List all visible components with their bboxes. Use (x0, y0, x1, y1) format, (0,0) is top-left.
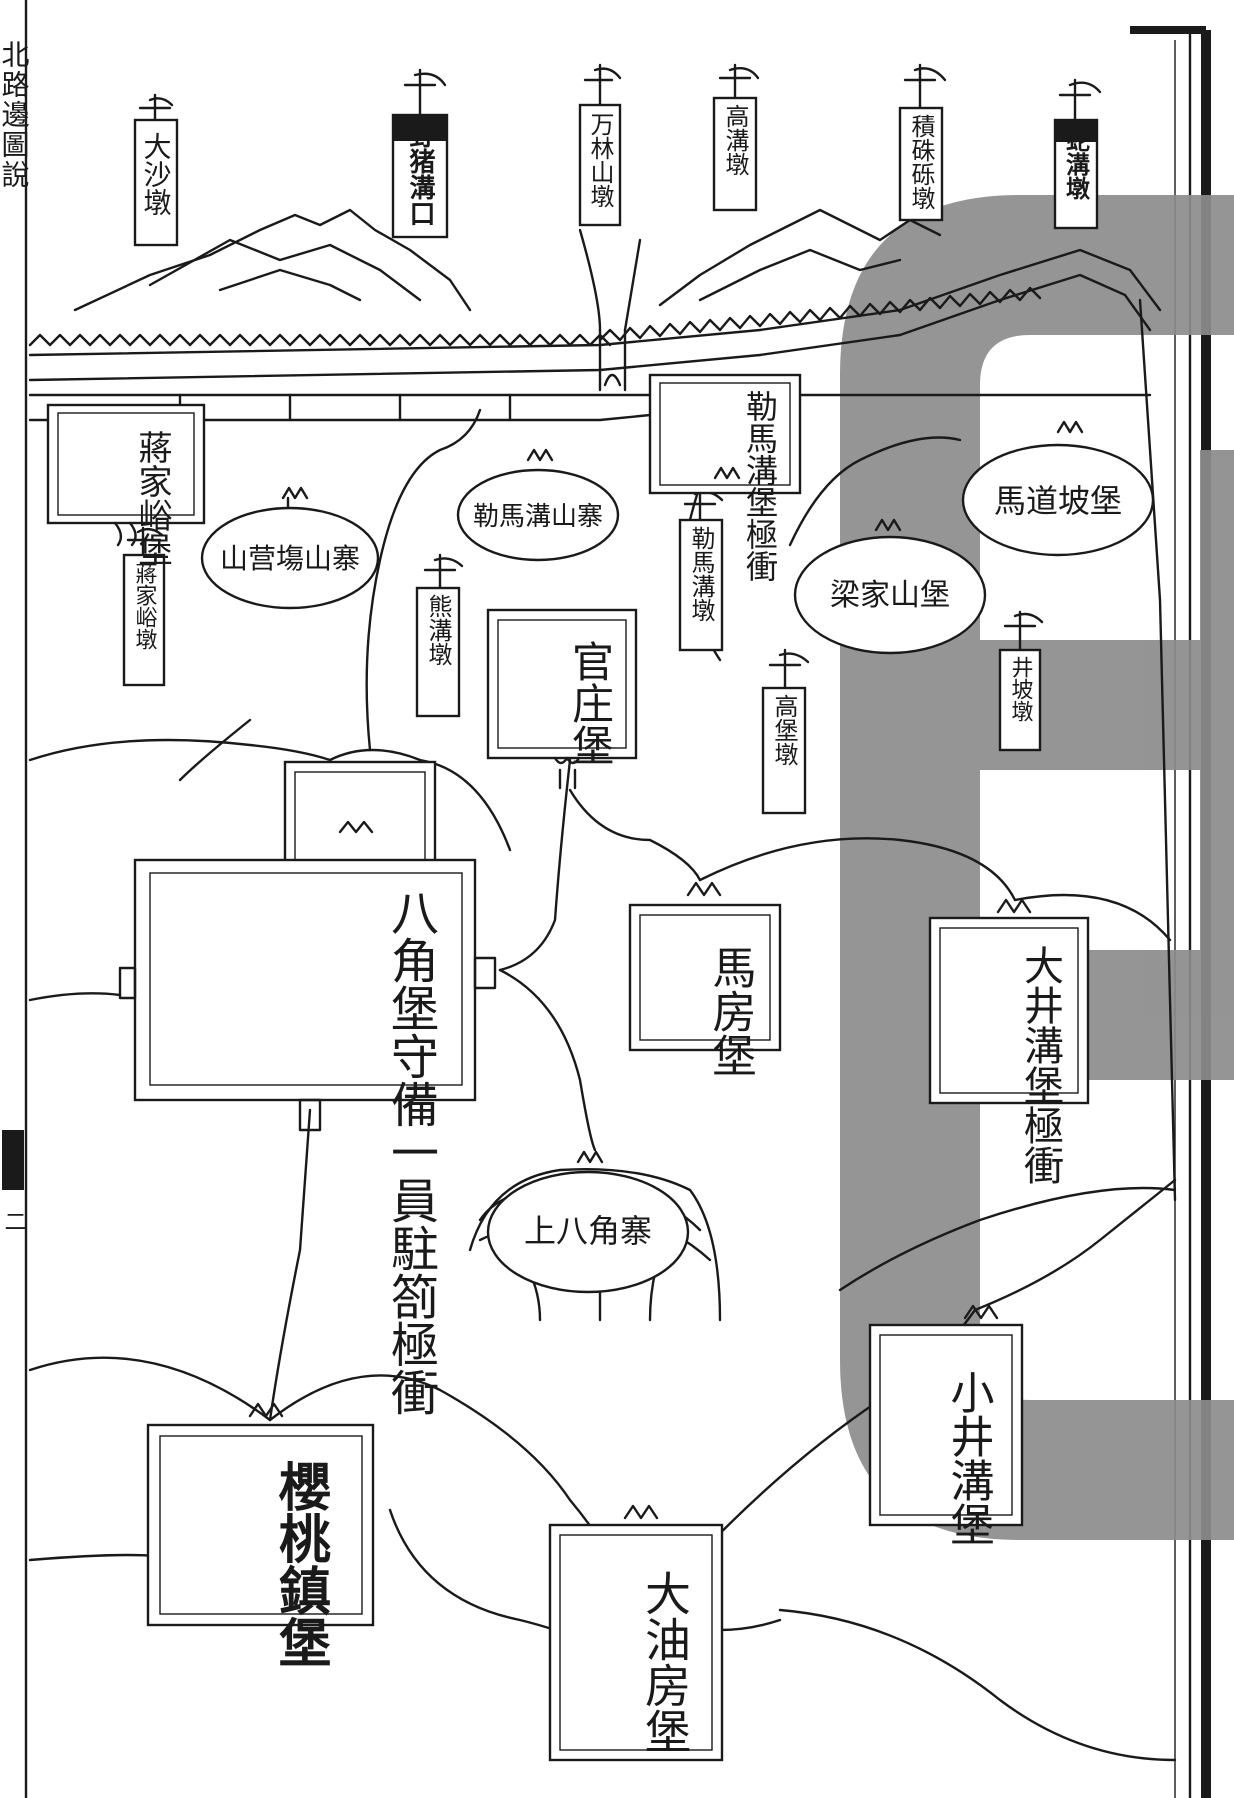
svg-text:大油房堡: 大油房堡 (638, 1570, 692, 1754)
svg-text:高堡墩: 高堡墩 (770, 694, 798, 766)
svg-text:梁家山堡: 梁家山堡 (830, 578, 950, 613)
beacon-jingpo: 井坡墩 (998, 610, 1044, 752)
svg-text:井坡墩: 井坡墩 (1008, 656, 1034, 722)
svg-text:高溝墩: 高溝墩 (721, 104, 749, 176)
svg-text:櫻桃鎮堡: 櫻桃鎮堡 (270, 1460, 332, 1668)
beacon-qinmagou: 勒馬溝墩 (678, 488, 724, 652)
svg-text:蛇溝墩: 蛇溝墩 (1062, 127, 1091, 201)
svg-text:勒馬溝墩: 勒馬溝墩 (687, 526, 715, 622)
beacon-shehu: 蛇溝墩 (1053, 78, 1102, 230)
margin-page-block (2, 1130, 24, 1190)
stockade-qinmagou: 勒馬溝山寨 (456, 448, 620, 562)
stockade-liangjiashan: 梁家山堡 (793, 518, 987, 655)
fort-dayoufang: 大油房堡 (548, 1504, 724, 1762)
svg-text:小井溝堡: 小井溝堡 (943, 1370, 994, 1546)
svg-text:馬房堡: 馬房堡 (705, 945, 756, 1077)
svg-text:熊溝墩: 熊溝墩 (424, 594, 452, 666)
svg-text:蔣家峪堡: 蔣家峪堡 (132, 430, 172, 566)
svg-text:野猪溝口: 野猪溝口 (405, 122, 435, 226)
beacon-yezhu: 野猪溝口 (391, 68, 449, 239)
beacon-wanlin: 万林山墩 (578, 63, 622, 227)
great-wall (28, 248, 1177, 1202)
fort-bajiao: 八角堡守備一員駐箚極衝 (118, 858, 497, 1416)
fort-mafang: 馬房堡 (628, 881, 782, 1077)
stockade-shanyingchang: 山营塲山寨 (200, 486, 380, 610)
svg-text:万林山墩: 万林山墩 (586, 112, 614, 208)
svg-text:積硃砾墩: 積硃砾墩 (907, 114, 935, 210)
beacon-dasha: 大沙墩 (133, 93, 179, 247)
fort-yingtao: 櫻桃鎮堡 (146, 1402, 375, 1668)
mountain-range (73, 208, 942, 312)
svg-text:上八角寨: 上八角寨 (524, 1212, 652, 1250)
stockade-shangbajiao: 上八角寨 (486, 1150, 690, 1294)
fort-xiaojinggou: 小井溝堡 (868, 1304, 1024, 1546)
beacon-xionggou: 熊溝墩 (415, 553, 464, 718)
svg-text:八角堡守備一員駐箚極衝: 八角堡守備一員駐箚極衝 (382, 888, 439, 1416)
svg-text:勒馬溝堡極衝: 勒馬溝堡極衝 (741, 390, 779, 582)
svg-text:官庄堡: 官庄堡 (566, 640, 615, 766)
fort-jiangjiayu: 蔣家峪堡 (46, 403, 206, 566)
fort-guanzhuang: 官庄堡 (486, 608, 638, 790)
beacon-gaogou: 高溝墩 (712, 63, 760, 212)
margin-title: 北路邊圖說 (0, 40, 31, 190)
svg-text:馬道坡堡: 馬道坡堡 (994, 482, 1122, 520)
svg-text:勒馬溝山寨: 勒馬溝山寨 (473, 502, 603, 532)
watermark-logo (840, 195, 1234, 1540)
svg-text:大沙墩: 大沙墩 (140, 132, 173, 216)
fort-qinmagou: 勒馬溝堡極衝 (648, 373, 802, 582)
svg-text:大井溝堡極衝: 大井溝堡極衝 (1017, 945, 1064, 1185)
svg-text:蔣家峪墩: 蔣家峪墩 (132, 562, 158, 650)
margin-page-number: 二 (1, 1210, 26, 1232)
beacon-jiangjiayu: 蔣家峪墩 (122, 526, 166, 687)
fort-dajinggou: 大井溝堡極衝 (928, 898, 1090, 1185)
svg-text:山营塲山寨: 山营塲山寨 (220, 542, 360, 575)
stockade-madaopo: 馬道坡堡 (961, 420, 1155, 557)
beacon-gaobao: 高堡墩 (761, 648, 810, 815)
beacon-jinlu: 積硃砾墩 (898, 63, 947, 222)
